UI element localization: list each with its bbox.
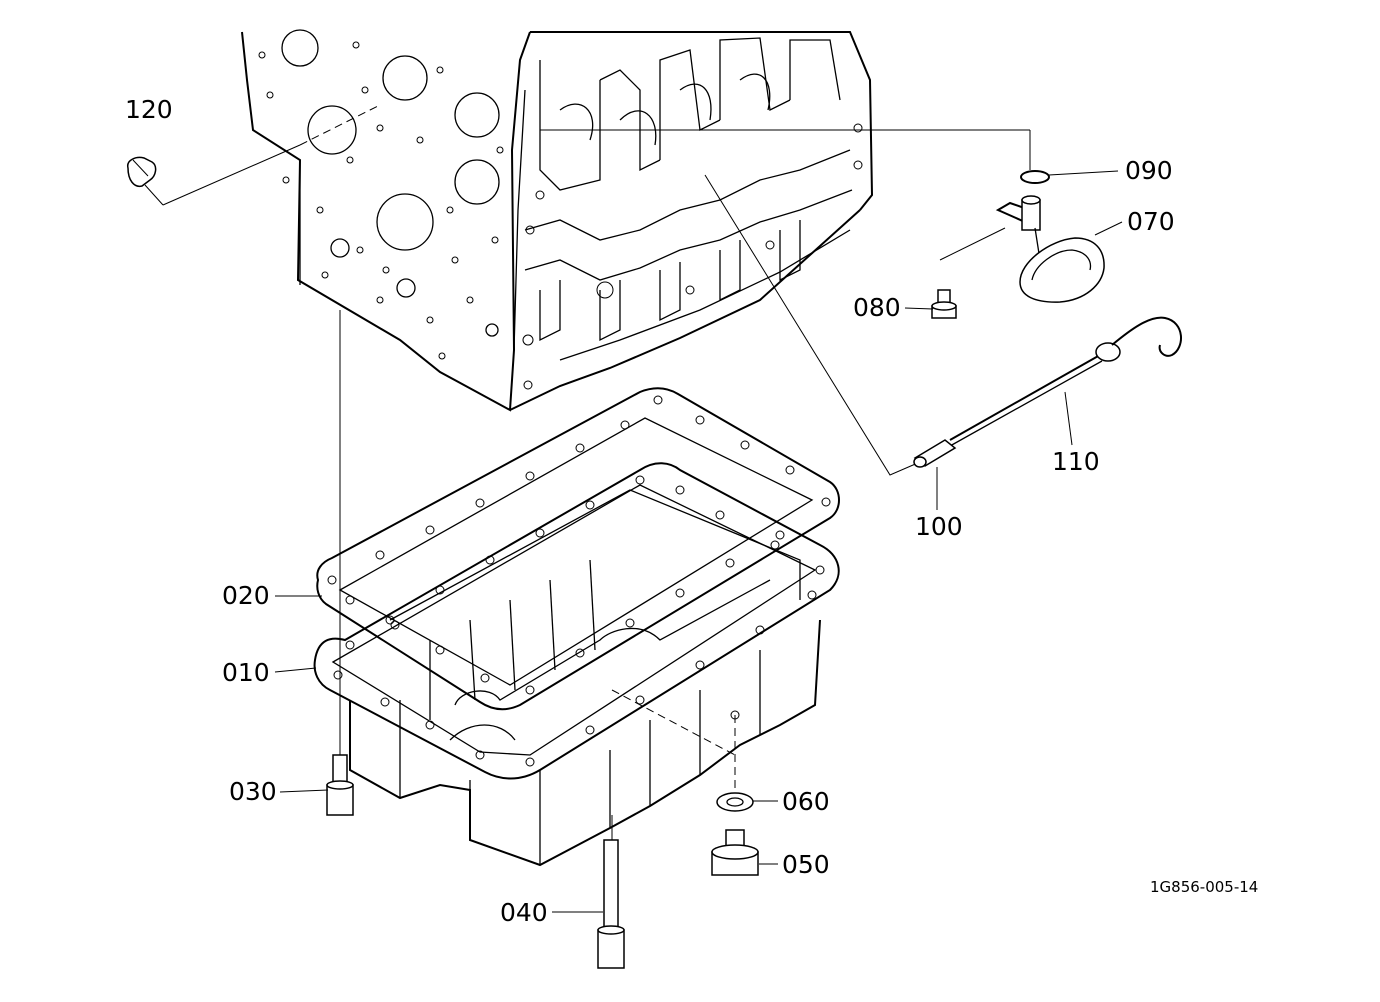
bolt-part-080	[931, 289, 957, 319]
callout-010: 010	[222, 658, 270, 687]
engine-block-drawing	[241, 29, 874, 412]
bolt-part-040	[597, 839, 625, 969]
gasket-drawing	[316, 387, 840, 711]
callout-020: 020	[222, 581, 270, 610]
drain-plug-part-050	[711, 829, 759, 876]
dipstick-part-110	[949, 316, 1182, 447]
callout-050: 050	[782, 850, 830, 879]
callout-120: 120	[125, 95, 173, 124]
callout-110: 110	[1052, 447, 1100, 476]
callout-060: 060	[782, 787, 830, 816]
callout-080: 080	[853, 293, 901, 322]
callout-030: 030	[229, 777, 277, 806]
callout-leaders	[274, 170, 1123, 913]
o-ring-part-090	[1020, 170, 1050, 184]
callout-070: 070	[1127, 207, 1175, 236]
callout-090: 090	[1125, 156, 1173, 185]
guide-part-100	[913, 439, 957, 468]
drawing-code: 1G856-005-14	[1150, 878, 1259, 896]
oil-strainer-part-070	[995, 195, 1105, 303]
callout-100: 100	[915, 512, 963, 541]
callout-040: 040	[500, 898, 548, 927]
assembly-lines	[162, 104, 1031, 840]
washer-part-060	[716, 792, 754, 812]
oil-pan-drawing	[313, 462, 840, 867]
bolt-part-030	[326, 754, 354, 816]
plug-part-120	[127, 156, 157, 188]
